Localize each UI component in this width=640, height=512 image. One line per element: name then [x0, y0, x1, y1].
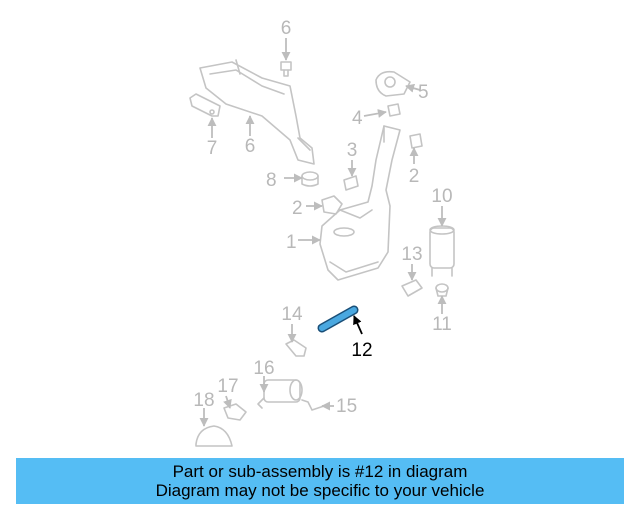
- callout-18: 18: [193, 390, 214, 411]
- callout-2-right: 2: [409, 166, 420, 187]
- callout-10: 10: [431, 186, 452, 207]
- bracket-part-6: [199, 59, 315, 165]
- callout-15: 15: [336, 396, 357, 417]
- connector-part-15: [301, 399, 325, 411]
- callout-17: 17: [217, 376, 238, 397]
- callout-14: 14: [281, 304, 303, 325]
- clip-part-3: [343, 175, 359, 191]
- callout-2-left: 2: [292, 198, 303, 219]
- callout-8: 7: [207, 138, 218, 159]
- callout-7: 6: [281, 18, 292, 39]
- bracket-part-8: [189, 93, 221, 117]
- callout-11: 11: [432, 314, 452, 335]
- grommet-part-9: [301, 171, 319, 187]
- callout-4: 4: [352, 108, 363, 129]
- callout-5: 5: [418, 82, 429, 103]
- pump-part-10: [429, 225, 455, 277]
- callout-13: 13: [401, 244, 422, 265]
- callout-6: 6: [245, 136, 256, 157]
- banner-line-1: Part or sub-assembly is #12 in diagram: [172, 462, 468, 481]
- leader-lines: [199, 38, 447, 427]
- banner-line-2: Diagram may not be specific to your vehi…: [155, 481, 485, 500]
- callout-1: 1: [286, 232, 297, 253]
- grommet-part-11: [435, 283, 449, 297]
- callout-3: 3: [347, 140, 358, 161]
- connector-part-13: [401, 279, 423, 297]
- callout-9: 8: [266, 170, 277, 191]
- bolt-part-7: [280, 61, 292, 77]
- reservoir-tank-part-1: [319, 125, 401, 281]
- callouts: 6 5 4 6 7 3 8 2 2 1 10 13 11 12 14 16 15…: [193, 18, 452, 417]
- clip-part-2-right: [409, 133, 423, 149]
- callout-16: 16: [253, 358, 274, 379]
- info-banner: Part or sub-assembly is #12 in diagram D…: [16, 458, 624, 504]
- fitting-part-14: [285, 339, 307, 357]
- clip-part-2-left: [321, 195, 343, 215]
- parts-diagram: 6 5 4 6 7 3 8 2 2 1 10 13 11 12 14 16 15…: [189, 18, 455, 447]
- callout-12: 12: [351, 340, 372, 361]
- cap-part-5: [375, 70, 411, 97]
- cover-part-18: [195, 425, 233, 447]
- seal-part-4: [387, 103, 401, 117]
- nozzle-part-17: [223, 403, 247, 421]
- hose-part-12: [317, 305, 359, 333]
